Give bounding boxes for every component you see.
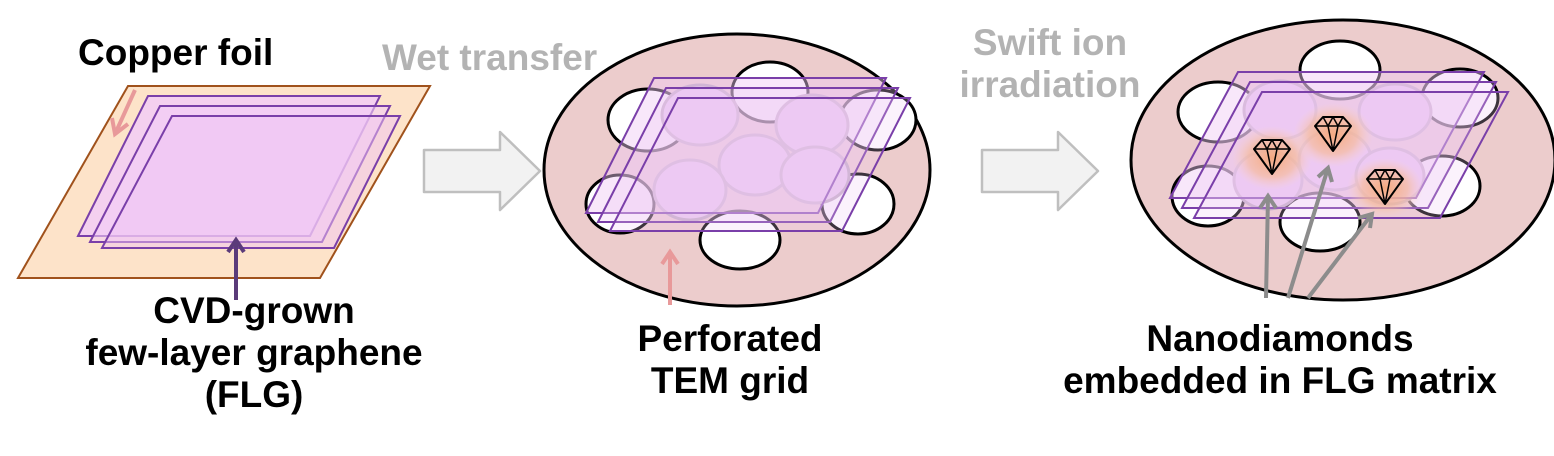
nanodiamond-glow: [1232, 103, 1423, 218]
swift-ion-label-line: Swift ion: [972, 22, 1128, 63]
flg-on-grid: [584, 77, 912, 232]
nanodiamond-pointer-arrows: [1258, 164, 1375, 300]
swift-ion-label: Swift ion irradiation: [930, 22, 1170, 106]
copper-pointer-arrow: [110, 89, 137, 138]
flg-label-line: CVD-grown: [153, 290, 355, 331]
swift-ion-label-line: irradiation: [959, 64, 1141, 105]
flg-label: CVD-grown few-layer graphene (FLG): [44, 290, 464, 416]
block-arrow-right-icon: [980, 130, 1100, 212]
nanodiamonds-label-line: Nanodiamonds: [1146, 318, 1414, 359]
wet-transfer-label: Wet transfer: [382, 37, 598, 78]
flg-layers: [76, 95, 402, 249]
tem-grid-label-line: Perforated: [637, 318, 823, 359]
nanodiamonds-label-line: embedded in FLG matrix: [1063, 360, 1497, 401]
flg-pointer-arrow: [226, 236, 246, 300]
tem-grid-covered-holes: [652, 83, 851, 222]
copper-foil-label: Copper foil: [78, 32, 274, 73]
tem-grid-label-line: TEM grid: [650, 360, 810, 401]
tem-grid-label: Perforated TEM grid: [560, 318, 900, 402]
grid-pointer-arrow: [660, 248, 680, 305]
nanodiamonds-label: Nanodiamonds embedded in FLG matrix: [1020, 318, 1540, 402]
block-arrow-right-icon: [422, 130, 542, 212]
flg-label-line: (FLG): [204, 374, 304, 415]
flg-label-line: few-layer graphene: [85, 332, 423, 373]
